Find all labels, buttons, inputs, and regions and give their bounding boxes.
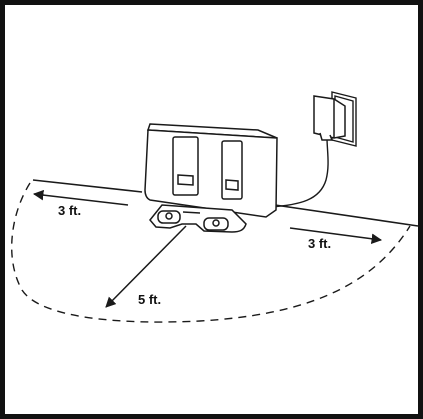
right-clearance-arrow [290,228,381,240]
left-clearance-label: 3 ft. [58,203,81,218]
power-cord [270,138,328,207]
charging-dock-icon [145,124,277,232]
power-adapter-icon [314,96,345,140]
front-clearance-label: 5 ft. [138,292,161,307]
right-clearance-label: 3 ft. [308,236,331,251]
